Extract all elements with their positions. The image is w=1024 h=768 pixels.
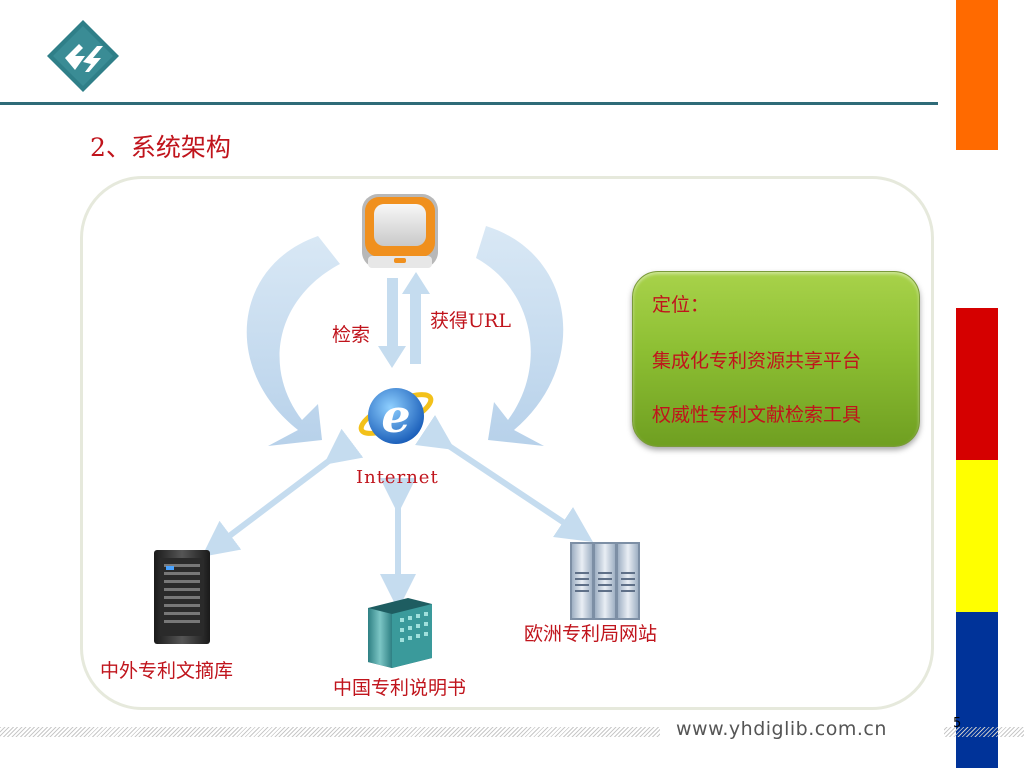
curved-arrow-left — [246, 236, 340, 446]
company-logo-icon — [45, 18, 121, 94]
url-arrow-up — [402, 272, 430, 364]
footer-url-backdrop — [660, 714, 944, 750]
decor-bar-red — [956, 308, 998, 460]
internet-explorer-icon: e — [358, 388, 434, 444]
search-label: 检索 — [332, 324, 371, 346]
positioning-box — [632, 271, 920, 447]
server-rack-icon — [570, 542, 640, 620]
header-divider — [0, 102, 938, 105]
positioning-line: 权威性专利文献检索工具 — [652, 404, 862, 426]
computer-terminal-icon — [362, 194, 438, 268]
decor-bar-yellow — [956, 460, 998, 612]
decor-bar-blue — [956, 612, 998, 768]
positioning-line: 集成化专利资源共享平台 — [652, 350, 862, 372]
footer-url: www.yhdiglib.com.cn — [676, 718, 887, 740]
positioning-heading: 定位： — [652, 294, 710, 316]
database-label-specifications: 中国专利说明书 — [333, 677, 467, 699]
curved-arrow-right — [476, 226, 564, 446]
server-tower-icon — [154, 550, 210, 644]
connector-db1 — [201, 428, 364, 557]
server-cabinet-icon — [368, 598, 432, 668]
database-label-epo: 欧洲专利局网站 — [524, 623, 658, 645]
search-arrow-down — [378, 278, 406, 368]
footer-stripes — [0, 727, 1024, 737]
page-number: 5 — [953, 716, 962, 731]
slide-title: 2、系统架构 — [90, 133, 231, 162]
database-label-abstracts: 中外专利文摘库 — [100, 660, 234, 682]
decor-bar-orange — [956, 0, 998, 150]
svg-text:e: e — [381, 389, 410, 443]
get-url-label: 获得URL — [430, 310, 511, 332]
connector-db3 — [415, 415, 593, 542]
internet-label: Internet — [356, 467, 439, 488]
